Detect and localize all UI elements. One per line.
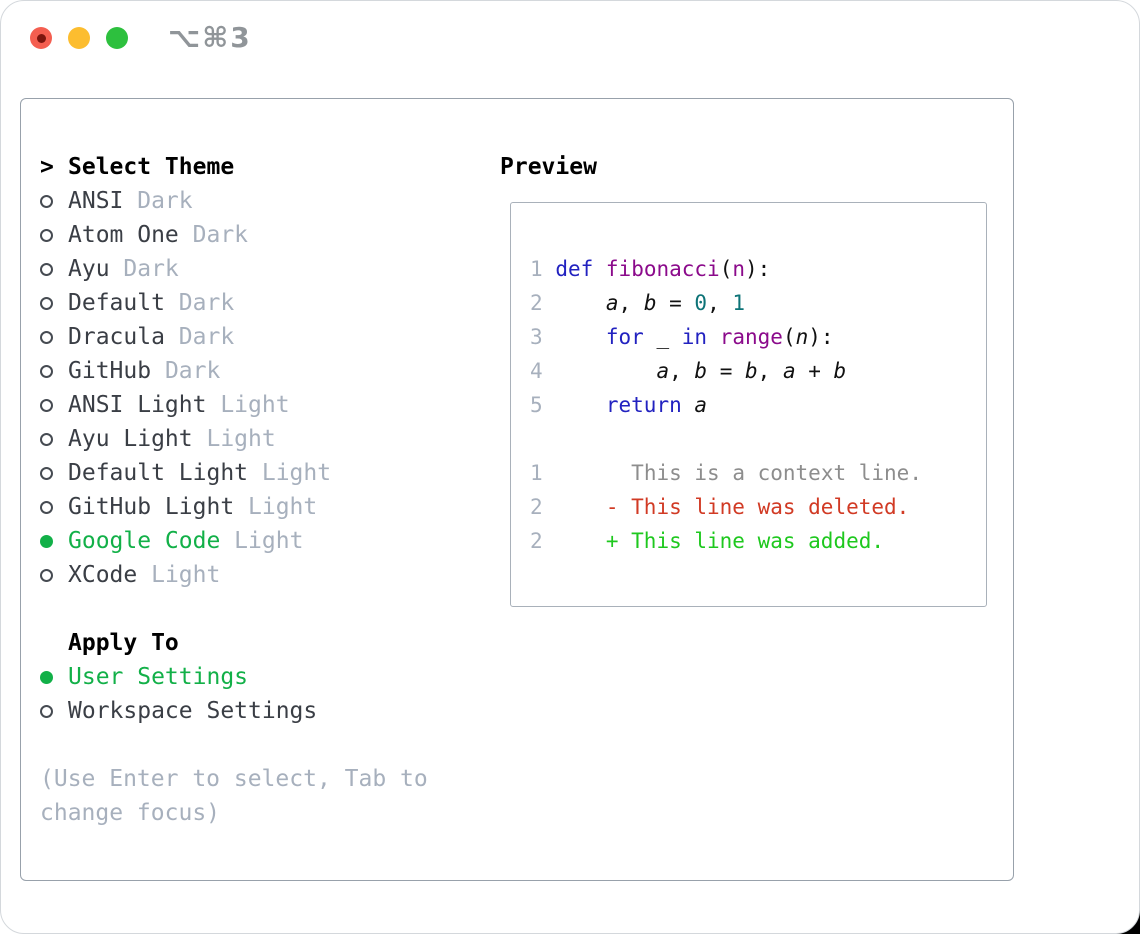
theme-variant-label: Dark (164, 290, 235, 316)
theme-variant-label: Light (220, 528, 304, 554)
theme-item-default-dark[interactable]: Default Dark (40, 286, 472, 320)
theme-variant-label: Dark (151, 358, 221, 384)
theme-item-github-dark[interactable]: GitHub Dark (40, 354, 472, 388)
code-line: 5 return a (530, 393, 708, 417)
theme-name: Default Light (68, 460, 249, 486)
theme-item-dracula-dark[interactable]: Dracula Dark (40, 320, 472, 354)
theme-name: GitHub Light (68, 494, 235, 520)
radio-unselected-icon (40, 330, 53, 344)
theme-item-atom-one-dark[interactable]: Atom One Dark (40, 218, 472, 252)
radio-unselected-icon (40, 704, 53, 718)
radio-unselected-icon (40, 500, 53, 514)
theme-variant-label: Dark (164, 324, 235, 350)
theme-name: GitHub (68, 358, 152, 384)
theme-name: Dracula (68, 324, 165, 350)
theme-item-ansi-dark[interactable]: ANSI Dark (40, 184, 472, 218)
theme-name: Google Code (68, 528, 221, 554)
theme-item-ansi-light[interactable]: ANSI Light Light (40, 388, 472, 422)
theme-item-default-light[interactable]: Default Light Light (40, 456, 472, 490)
preview-header: Preview (500, 150, 597, 184)
theme-item-ayu-dark[interactable]: Ayu Dark (40, 252, 472, 286)
theme-variant-label: Light (248, 460, 332, 486)
radio-unselected-icon (40, 228, 53, 242)
theme-name: Ayu (68, 256, 110, 282)
theme-name: Default (68, 290, 165, 316)
diff-deleted-line: 2 - This line was deleted. (530, 495, 910, 519)
theme-item-github-light[interactable]: GitHub Light Light (40, 490, 472, 524)
radio-unselected-icon (40, 194, 53, 208)
help-text: (Use Enter to select, Tab to change focu… (40, 766, 428, 826)
select-theme-title: Select Theme (68, 154, 235, 180)
apply-option-workspace-settings[interactable]: Workspace Settings (40, 694, 472, 728)
theme-variant-label: Light (137, 562, 221, 588)
preview-title: Preview (500, 154, 597, 180)
radio-unselected-icon (40, 296, 53, 310)
apply-to-header: Apply To (40, 626, 472, 660)
theme-variant-label: Light (234, 494, 318, 520)
code-line: 3 for _ in range(n): (530, 325, 834, 349)
blank-line (530, 422, 986, 456)
code-line: 2 a, b = 0, 1 (530, 291, 746, 315)
maximize-button[interactable] (106, 27, 128, 49)
spacer (40, 592, 472, 626)
theme-item-xcode[interactable]: XCode Light (40, 558, 472, 592)
radio-selected-icon (40, 534, 53, 548)
radio-unselected-icon (40, 262, 53, 276)
select-theme-header: > Select Theme (40, 150, 472, 184)
apply-option-user-settings[interactable]: User Settings (40, 660, 472, 694)
apply-option-label: Workspace Settings (68, 698, 318, 724)
theme-name: Atom One (68, 222, 179, 248)
radio-unselected-icon (40, 398, 53, 412)
radio-unselected-icon (40, 466, 53, 480)
theme-variant-label: Dark (109, 256, 179, 282)
close-button[interactable] (30, 27, 52, 49)
window-title: ⌥⌘3 (168, 21, 252, 54)
theme-variant-label: Dark (178, 222, 249, 248)
radio-selected-icon (40, 670, 53, 684)
theme-item-google-code[interactable]: Google Code Light (40, 524, 472, 558)
preview-box: 1 def fibonacci(n): 2 a, b = 0, 1 3 for _ … (510, 202, 987, 607)
apply-to-title: Apply To (68, 630, 179, 656)
minimize-button[interactable] (68, 27, 90, 49)
theme-name: ANSI Light (68, 392, 207, 418)
theme-variant-label: Light (206, 392, 290, 418)
radio-unselected-icon (40, 432, 53, 446)
code-line: 1 def fibonacci(n): (530, 257, 771, 281)
recording-dot-icon (36, 33, 46, 43)
code-line: 4 a, b = b, a + b (530, 359, 847, 383)
diff-context-line: 1 This is a context line. (530, 461, 922, 485)
radio-unselected-icon (40, 568, 53, 582)
diff-added-line: 2 + This line was added. (530, 529, 885, 553)
theme-name: Ayu Light (68, 426, 193, 452)
theme-item-ayu-light[interactable]: Ayu Light Light (40, 422, 472, 456)
theme-name: ANSI (68, 188, 124, 214)
focus-cursor-icon: > (40, 154, 54, 180)
apply-option-label: User Settings (68, 664, 249, 690)
spacer (40, 728, 472, 762)
theme-name: XCode (68, 562, 138, 588)
theme-variant-label: Light (192, 426, 276, 452)
radio-unselected-icon (40, 364, 53, 378)
theme-variant-label: Dark (123, 188, 193, 214)
